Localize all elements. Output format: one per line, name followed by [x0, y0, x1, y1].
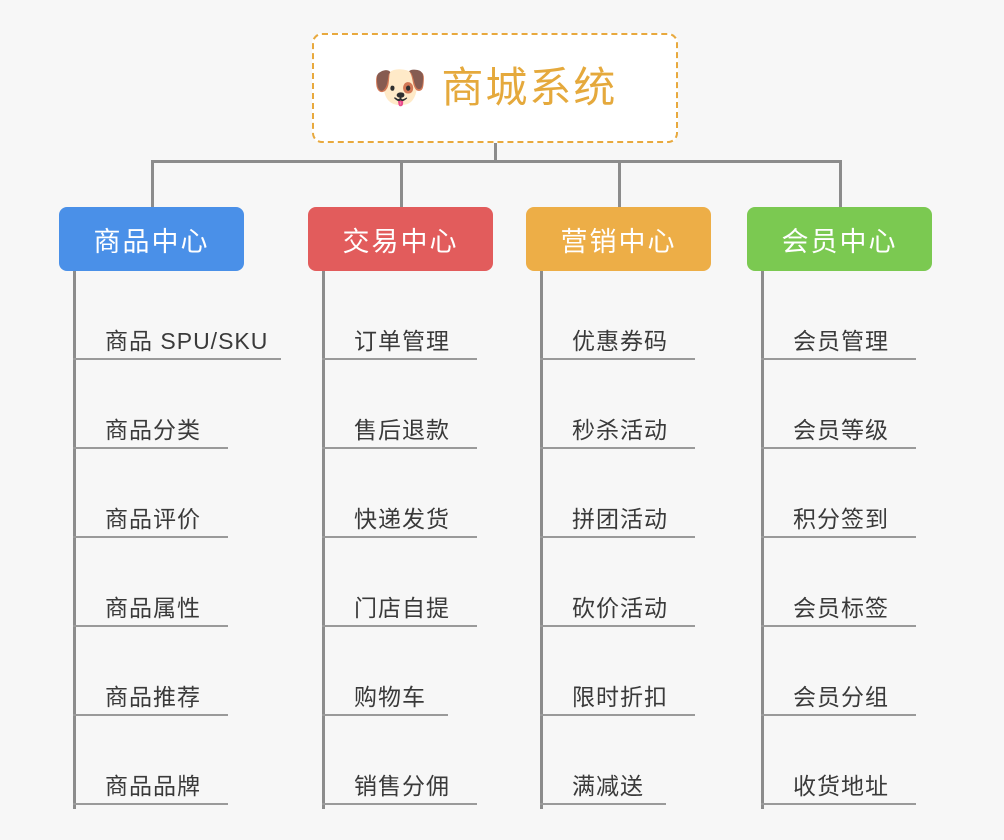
leaf-item-label: 门店自提: [354, 595, 450, 621]
branch-header-label: 交易中心: [342, 226, 459, 257]
branch-drop-0: [150, 160, 154, 207]
leaf-item[interactable]: 购物车: [322, 627, 448, 716]
leaf-item[interactable]: 拼团活动: [540, 449, 695, 538]
leaf-item[interactable]: 商品推荐: [73, 627, 228, 716]
leaf-item[interactable]: 订单管理: [322, 271, 477, 360]
branch-header-label: 会员中心: [781, 226, 898, 257]
leaf-item[interactable]: 会员等级: [761, 360, 916, 449]
branch-header-label: 营销中心: [560, 226, 677, 257]
leaf-item[interactable]: 优惠券码: [540, 271, 695, 360]
leaf-item-label: 商品品牌: [105, 773, 201, 799]
branch-4: 会员中心会员管理会员等级积分签到会员标签会员分组收货地址: [747, 207, 932, 809]
leaf-item-label: 收货地址: [793, 773, 889, 799]
branch-header-3[interactable]: 营销中心: [526, 207, 711, 271]
leaf-item-label: 积分签到: [793, 506, 889, 532]
leaf-item[interactable]: 会员分组: [761, 627, 916, 716]
branch-header-2[interactable]: 交易中心: [308, 207, 493, 271]
dog-face-icon: 🐶: [372, 63, 428, 112]
leaf-item-label: 满减送: [572, 773, 644, 799]
leaf-item-label: 售后退款: [354, 417, 450, 443]
leaf-item[interactable]: 秒杀活动: [540, 360, 695, 449]
branch-header-label: 商品中心: [93, 226, 210, 257]
leaf-item[interactable]: 门店自提: [322, 538, 477, 627]
leaf-item-label: 商品推荐: [105, 684, 201, 710]
root-node[interactable]: 🐶 商城系统: [312, 33, 678, 143]
branch-drop-1: [399, 160, 403, 207]
leaf-item-label: 购物车: [354, 684, 426, 710]
branch-3: 营销中心优惠券码秒杀活动拼团活动砍价活动限时折扣满减送: [526, 207, 711, 809]
leaf-item[interactable]: 砍价活动: [540, 538, 695, 627]
leaf-item[interactable]: 销售分佣: [322, 716, 477, 805]
leaf-item[interactable]: 会员标签: [761, 538, 916, 627]
leaf-item-label: 会员标签: [793, 595, 889, 621]
leaf-item[interactable]: 快递发货: [322, 449, 477, 538]
leaf-item-label: 限时折扣: [572, 684, 668, 710]
leaf-item[interactable]: 会员管理: [761, 271, 916, 360]
leaf-item-label: 商品分类: [105, 417, 201, 443]
leaf-item-label: 会员分组: [793, 684, 889, 710]
leaf-item[interactable]: 商品 SPU/SKU: [73, 271, 281, 360]
leaf-item-label: 秒杀活动: [572, 417, 668, 443]
leaf-item[interactable]: 收货地址: [761, 716, 916, 805]
leaf-item[interactable]: 商品属性: [73, 538, 228, 627]
leaf-item-label: 销售分佣: [354, 773, 450, 799]
branch-header-4[interactable]: 会员中心: [747, 207, 932, 271]
leaf-item-label: 订单管理: [354, 328, 450, 354]
leaf-item-label: 商品 SPU/SKU: [105, 328, 269, 354]
horizontal-bus: [150, 160, 842, 163]
branch-spine-3: [540, 271, 543, 809]
leaf-item[interactable]: 满减送: [540, 716, 666, 805]
leaf-item-label: 商品评价: [105, 506, 201, 532]
leaf-item[interactable]: 商品分类: [73, 360, 228, 449]
leaf-item-label: 会员等级: [793, 417, 889, 443]
leaf-item-label: 优惠券码: [572, 328, 668, 354]
branch-spine-4: [761, 271, 764, 809]
leaf-item-label: 砍价活动: [572, 595, 668, 621]
leaf-item[interactable]: 售后退款: [322, 360, 477, 449]
branch-2: 交易中心订单管理售后退款快递发货门店自提购物车销售分佣: [308, 207, 493, 809]
root-title: 商城系统: [441, 64, 618, 111]
branch-1: 商品中心商品 SPU/SKU 商品分类商品评价商品属性商品推荐商品品牌: [59, 207, 281, 809]
leaf-item-label: 快递发货: [354, 506, 450, 532]
branch-spine-2: [322, 271, 325, 809]
leaf-item-label: 会员管理: [793, 328, 889, 354]
branch-drop-2: [617, 160, 621, 207]
leaf-item-label: 商品属性: [105, 595, 201, 621]
branch-header-1[interactable]: 商品中心: [59, 207, 244, 271]
leaf-item[interactable]: 商品评价: [73, 449, 228, 538]
leaf-item[interactable]: 积分签到: [761, 449, 916, 538]
leaf-item-label: 拼团活动: [572, 506, 668, 532]
branch-spine-1: [73, 271, 76, 809]
branch-drop-3: [838, 160, 842, 207]
leaf-item[interactable]: 商品品牌: [73, 716, 228, 805]
root-stem: [494, 143, 497, 163]
leaf-item[interactable]: 限时折扣: [540, 627, 695, 716]
